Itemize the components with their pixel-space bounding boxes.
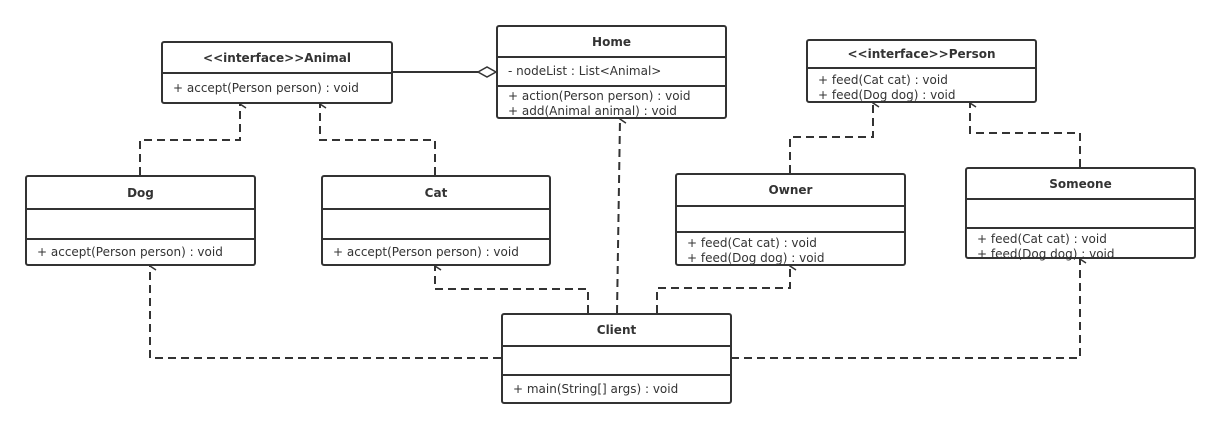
client-depends-owner [656,266,790,313]
method: + action(Person person) : void [508,89,691,103]
class-someone[interactable]: Someone + feed(Cat cat) : void + feed(Do… [965,167,1196,261]
method: + feed(Dog dog) : void [977,247,1115,261]
someone-realizes-person [969,103,1081,167]
class-cat[interactable]: Cat + accept(Person person) : void [321,175,551,266]
method: + feed(Dog dog) : void [818,88,956,102]
owner-realizes-person [789,103,873,173]
client-depends-someone [731,259,1080,359]
client-depends-home [616,119,620,314]
method: + feed(Dog dog) : void [687,251,825,265]
client-depends-cat [434,266,589,313]
class-name: Home [498,27,725,58]
method: + accept(Person person) : void [333,245,519,259]
class-animal[interactable]: <<interface>>Animal + accept(Person pers… [161,41,393,104]
class-name: <<interface>>Animal [163,43,391,74]
method: + main(String[] args) : void [513,382,679,396]
class-name: <<interface>>Person [808,41,1035,69]
class-name: Client [503,315,730,347]
class-owner[interactable]: Owner + feed(Cat cat) : void + feed(Dog … [675,173,906,266]
class-name: Cat [323,177,549,210]
attribute: - nodeList : List<Animal> [498,58,725,87]
class-home[interactable]: Home - nodeList : List<Animal> + action(… [496,25,727,119]
class-name: Someone [967,169,1194,200]
method: + accept(Person person) : void [173,81,359,95]
class-name: Owner [677,175,904,207]
method: + feed(Cat cat) : void [818,73,948,87]
dog-realizes-animal [139,104,240,175]
class-dog[interactable]: Dog + accept(Person person) : void [25,175,256,266]
class-name: Dog [27,177,254,210]
method: + feed(Cat cat) : void [977,232,1107,246]
class-person[interactable]: <<interface>>Person + feed(Cat cat) : vo… [806,39,1037,103]
class-client[interactable]: Client + main(String[] args) : void [501,313,732,404]
aggregation-diamond-icon [476,66,498,78]
cat-realizes-animal [319,104,436,175]
client-depends-dog [149,266,501,359]
method: + accept(Person person) : void [37,245,223,259]
method: + add(Animal animal) : void [508,104,677,118]
method: + feed(Cat cat) : void [687,236,817,250]
